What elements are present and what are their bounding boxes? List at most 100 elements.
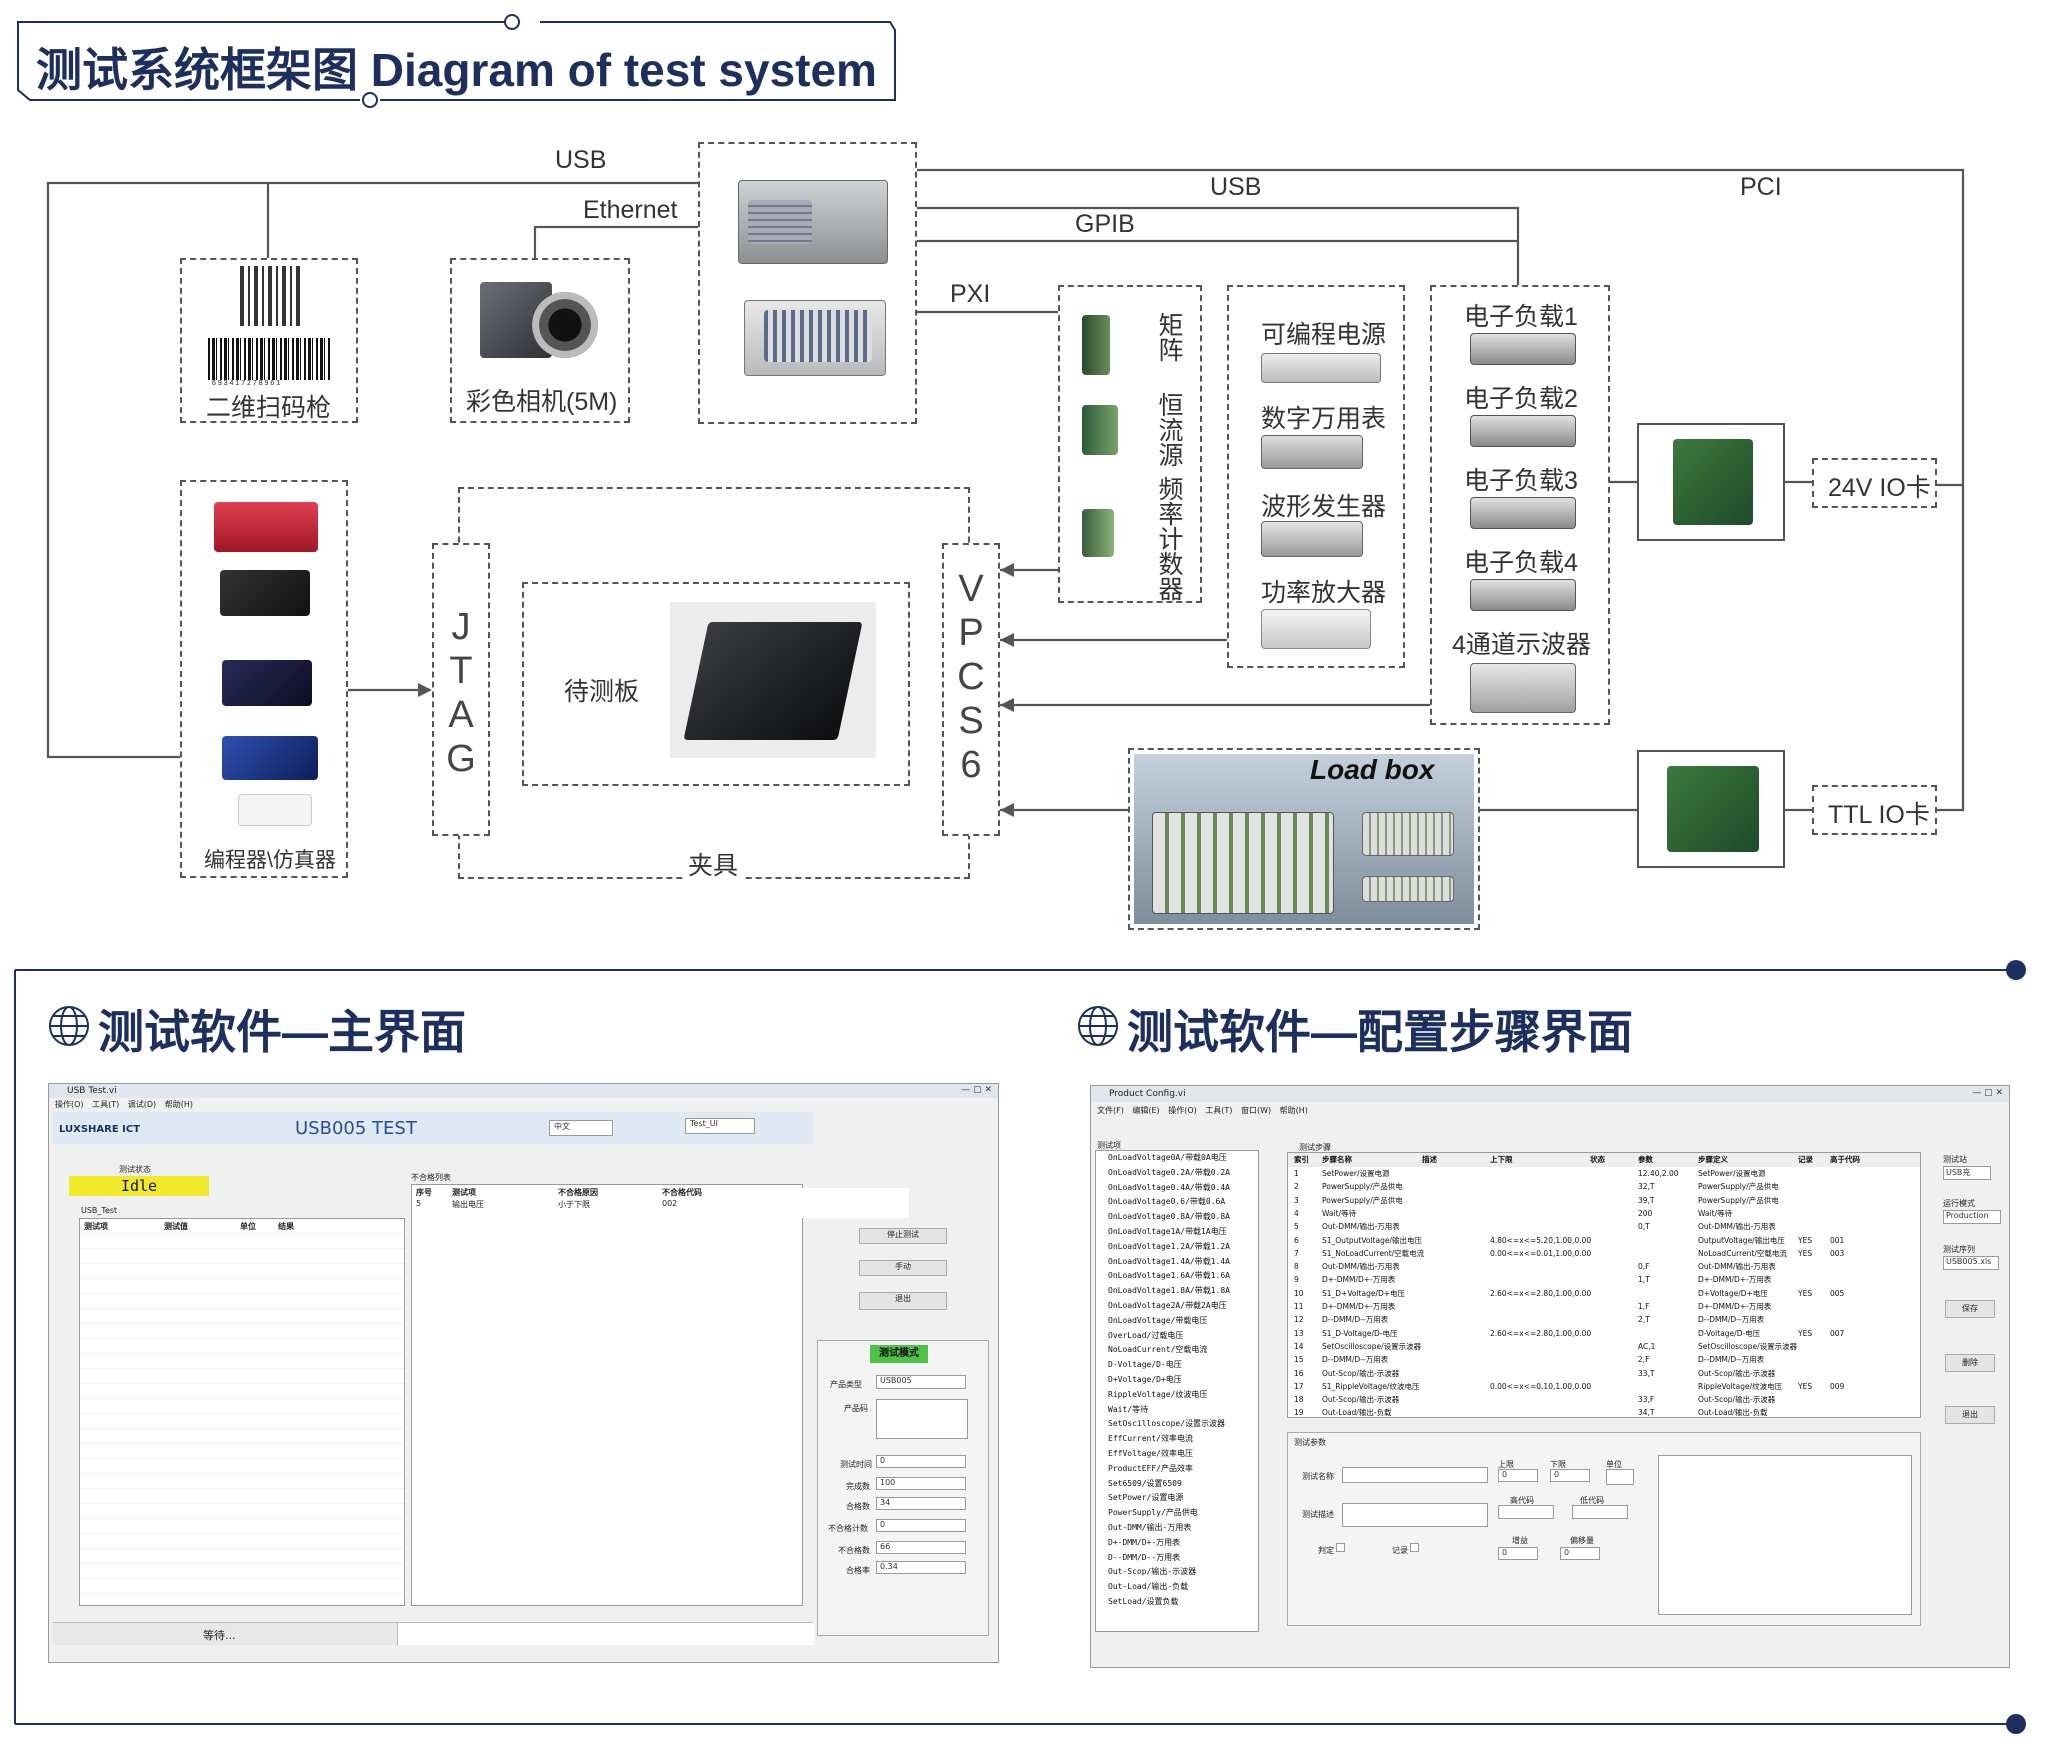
list-item[interactable]: OnLoadVoltage0A/带载0A电压 <box>1108 1153 1227 1162</box>
list-item[interactable]: OnLoadVoltage2A/带载2A电压 <box>1108 1300 1227 1310</box>
test-combo[interactable]: Test_UI <box>685 1118 755 1134</box>
exit-button[interactable]: 退出 <box>859 1292 947 1310</box>
table-cell: 0.00<=x<=0.10,1.00,0.00 <box>1490 1381 1592 1391</box>
list-item[interactable]: OnLoadVoltage0.8A/带载0.8A <box>1108 1212 1230 1222</box>
table-cell: 0.00<=x<=0.01,1.00,0.00 <box>1490 1248 1592 1258</box>
table-cell: 003 <box>1830 1248 1845 1258</box>
list-item[interactable]: OnLoadVoltage/带载电压 <box>1108 1315 1208 1325</box>
lang-select[interactable]: 中文 <box>549 1120 613 1136</box>
param-desc-field[interactable] <box>1342 1503 1488 1527</box>
list-item[interactable]: RippleVoltage/纹波电压 <box>1108 1389 1208 1399</box>
items-list[interactable]: OnLoadVoltage0A/带载0A电压 OnLoadVoltage0.2A/… <box>1095 1150 1259 1632</box>
list-item[interactable]: OnLoadVoltage0.2A/带载0.2A <box>1108 1167 1230 1177</box>
table-cell: SetOscilloscope/设置示波器 <box>1322 1341 1422 1351</box>
list-item[interactable]: SetPower/设置电源 <box>1108 1493 1184 1503</box>
unit-field[interactable] <box>1606 1469 1634 1485</box>
loadbox-box: Load box <box>1128 748 1480 930</box>
list-item[interactable]: PowerSupply/产品供电 <box>1108 1508 1198 1518</box>
delete-button[interactable]: 删除 <box>1945 1354 1995 1372</box>
list-item[interactable]: OnLoadVoltage1.4A/带载1.4A <box>1108 1256 1230 1266</box>
list-item[interactable]: D-Voltage/D-电压 <box>1108 1360 1182 1370</box>
table-cell: SetOscilloscope/设置示波器 <box>1698 1341 1798 1351</box>
table-cell: 3 <box>1294 1195 1299 1205</box>
record-checkbox[interactable] <box>1410 1543 1419 1552</box>
list-item[interactable]: SetLoad/设置负载 <box>1108 1596 1179 1606</box>
load3-icon <box>1470 497 1576 529</box>
table-cell: Out-DMM/输出-万用表 <box>1322 1222 1400 1232</box>
list-item[interactable]: Set6509/设置6509 <box>1108 1478 1182 1488</box>
list-item[interactable]: EffVoltage/效率电压 <box>1108 1448 1193 1458</box>
stop-button[interactable]: 停止测试 <box>859 1228 947 1244</box>
list-item[interactable]: SetOscilloscope/设置示波器 <box>1108 1419 1226 1429</box>
programmer-label: 编程器\仿真器 <box>204 849 336 872</box>
list-item[interactable]: NoLoadCurrent/空载电流 <box>1108 1345 1208 1355</box>
list-item[interactable]: Out-Scop/输出-示波器 <box>1108 1567 1197 1577</box>
gain-field[interactable]: 0 <box>1498 1547 1538 1560</box>
high-code-field[interactable] <box>1498 1505 1554 1519</box>
table-cell: 2 <box>1294 1182 1299 1192</box>
config-menu-bar[interactable]: 文件(F) 编辑(E) 操作(O) 工具(T) 窗口(W) 帮助(H) <box>1097 1106 1308 1115</box>
offset-field[interactable]: 0 <box>1560 1547 1600 1560</box>
computer-box <box>698 142 917 424</box>
load2-label: 电子负载2 <box>1464 385 1578 413</box>
table-cell: Out-DMM/输出-万用表 <box>1698 1222 1776 1232</box>
list-item[interactable]: OnLoadVoltage1.2A/带载1.2A <box>1108 1241 1230 1251</box>
list-item[interactable]: ProductEFF/产品效率 <box>1108 1463 1193 1473</box>
low-code-field[interactable] <box>1572 1505 1628 1519</box>
upper-field[interactable]: 0 <box>1498 1469 1538 1482</box>
station-select[interactable]: USB充 <box>1943 1166 1991 1180</box>
list-item[interactable]: Out-Load/输出-负载 <box>1108 1582 1189 1592</box>
seq-field[interactable]: USB005.xls <box>1943 1256 1999 1270</box>
table-cell: PowerSupply/产品供电 <box>1698 1195 1779 1205</box>
list-item[interactable]: D--DMM/D--万用表 <box>1108 1552 1181 1562</box>
list-item[interactable]: EffCurrent/效率电流 <box>1108 1434 1193 1444</box>
list-item[interactable]: D+-DMM/D+-万用表 <box>1108 1537 1181 1547</box>
table-cell: PowerSupply/产品供电 <box>1698 1182 1779 1192</box>
list-item[interactable]: OnLoadVoltage0.4A/带载0.4A <box>1108 1182 1230 1192</box>
mode-select[interactable]: Production <box>1943 1210 2001 1224</box>
column-header: 描述 <box>1422 1155 1437 1164</box>
config-exit-button[interactable]: 退出 <box>1945 1406 1995 1424</box>
window-controls[interactable]: — ▢ ✕ <box>961 1085 992 1095</box>
save-button[interactable]: 保存 <box>1945 1300 1995 1318</box>
list-item[interactable]: D+Voltage/D+电压 <box>1108 1374 1182 1384</box>
table-cell: OutputVoltage/输出电压 <box>1698 1235 1785 1245</box>
judge-checkbox[interactable] <box>1336 1543 1345 1552</box>
list-item[interactable]: OnLoadVoltage0.6/带载0.6A <box>1108 1197 1226 1207</box>
params-tab[interactable]: 测试参数 <box>1294 1438 1326 1447</box>
sn-field[interactable] <box>876 1399 968 1439</box>
list-item[interactable]: OnLoadVoltage1A/带载1A电压 <box>1108 1226 1227 1236</box>
lower-field[interactable]: 0 <box>1550 1469 1590 1482</box>
param-name-field[interactable] <box>1342 1467 1488 1483</box>
manual-button[interactable]: 手动 <box>859 1260 947 1276</box>
list-item[interactable]: OnLoadVoltage1.8A/带载1.8A <box>1108 1286 1230 1296</box>
list-item[interactable]: Wait/等待 <box>1108 1404 1149 1414</box>
product-type-field[interactable]: USB005 <box>876 1375 966 1389</box>
list-item[interactable]: Out-DMM/输出-万用表 <box>1108 1522 1192 1532</box>
list-item[interactable]: OnLoadVoltage1.6A/带载1.6A <box>1108 1271 1230 1281</box>
table-cell: Out-Scop/输出-示波器 <box>1698 1368 1776 1378</box>
main-menu-bar[interactable]: 操作(O) 工具(T) 调试(D) 帮助(H) <box>55 1100 193 1109</box>
list-item[interactable]: OverLoad/过载电压 <box>1108 1330 1184 1340</box>
window-controls[interactable]: — ▢ ✕ <box>1972 1088 2003 1098</box>
